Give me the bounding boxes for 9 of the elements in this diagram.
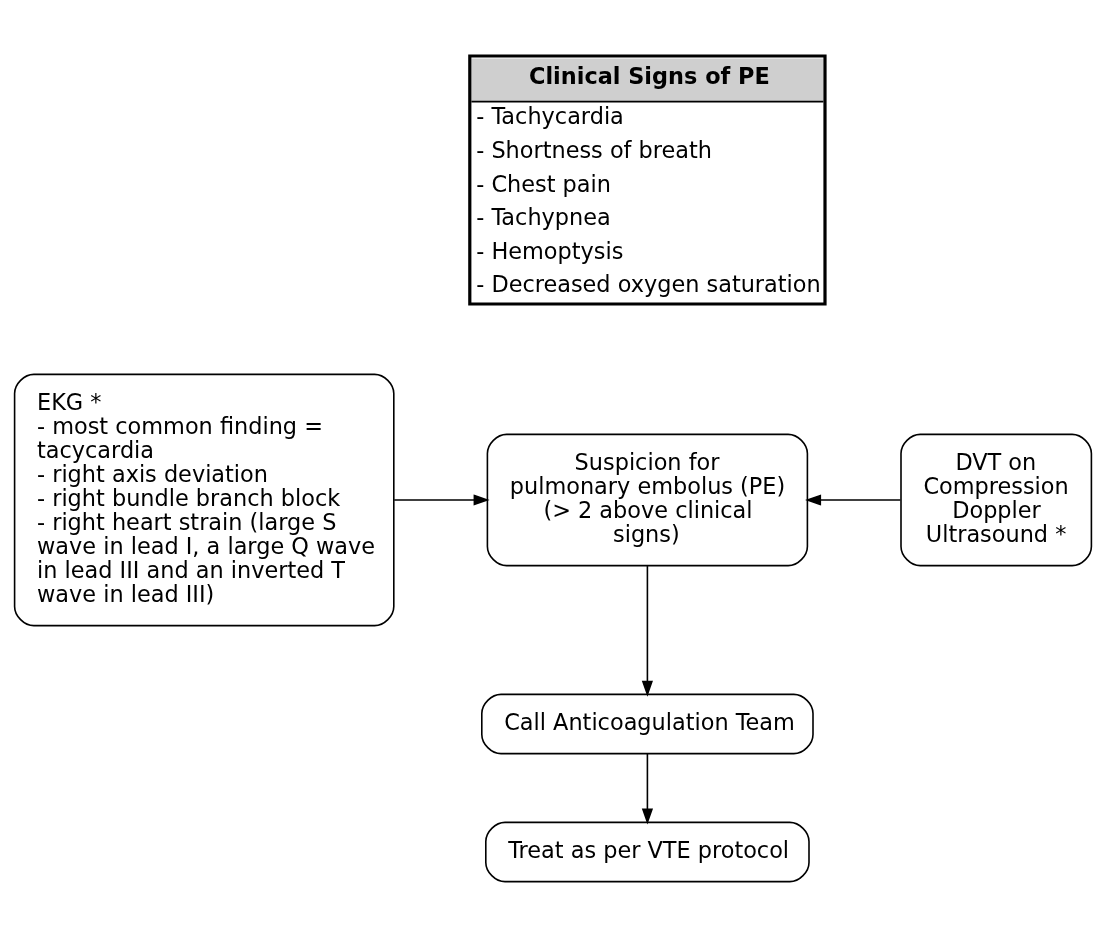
node-box: DVT on Compression Doppler Ultrasound * [900, 433, 1093, 566]
node-box: Call Anticoagulation Team [481, 693, 814, 754]
node-box: EKG * - most common finding = tacycardia - right axis deviation - right bundle branch block - right heart strain (large S wave in lead I, a large Q wave in lead III and an inverted T wave in lead III) [13, 373, 395, 626]
node-box: Suspicion for pulmonary embolus (PE) (> 2 above clinical signs) [486, 433, 809, 566]
arrow [641, 752, 653, 825]
arrow [393, 493, 490, 506]
node-box: Treat as per VTE protocol [485, 821, 810, 882]
arrow [805, 493, 902, 506]
arrow [641, 564, 653, 697]
